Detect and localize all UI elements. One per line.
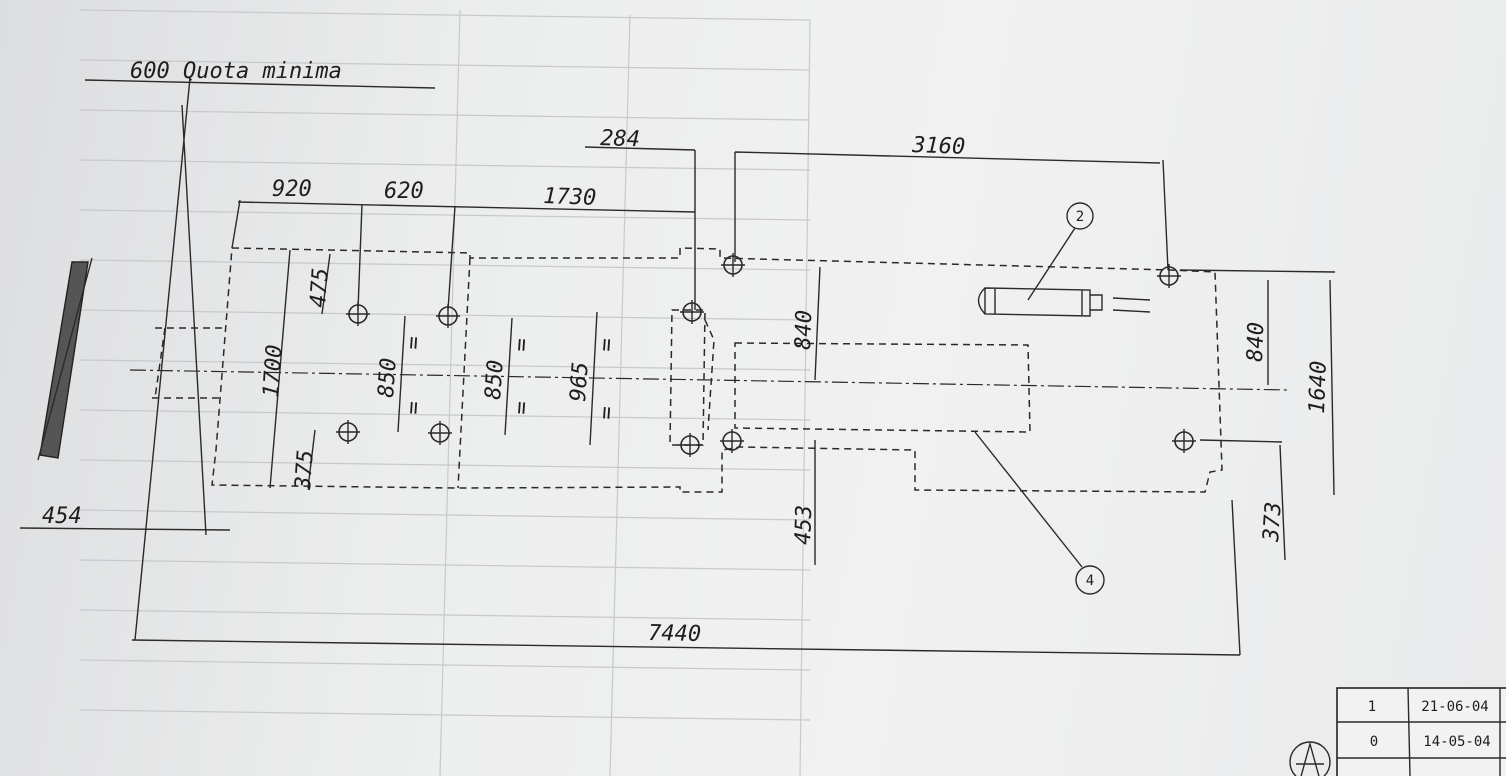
equal-mark: =	[509, 400, 535, 415]
machine-footprint-outline	[152, 247, 1223, 493]
dim-373: 373	[1259, 501, 1287, 543]
revision-number: 0	[1370, 734, 1378, 750]
anchor-holes	[336, 253, 1196, 457]
hole-icon	[1172, 429, 1196, 453]
revision-table: 1 21-06-04 0 14-05-04	[1336, 687, 1506, 776]
hole-icon	[678, 433, 702, 457]
dim-920: 920	[272, 177, 312, 202]
hole-icon	[336, 420, 360, 444]
dim-840-a: 840	[791, 310, 817, 351]
dim-3160: 3160	[911, 133, 966, 160]
centerline	[129, 369, 1291, 391]
dim-454: 454	[42, 504, 82, 529]
dim-1700: 1700	[259, 344, 288, 399]
revision-number: 1	[1368, 699, 1376, 715]
hole-icon	[721, 253, 745, 277]
dim-453: 453	[791, 505, 817, 546]
company-logo	[1289, 741, 1331, 776]
wall-hatch	[37, 257, 93, 461]
balloon-2: 2	[1066, 202, 1094, 230]
balloon-label: 4	[1086, 573, 1094, 589]
dim-375: 375	[291, 449, 319, 491]
dim-1640: 1640	[1305, 360, 1332, 414]
dim-850-a: 850	[374, 357, 402, 398]
dim-850-b: 850	[481, 359, 509, 400]
hole-icon	[1157, 264, 1181, 288]
double-arrow-icon	[1112, 297, 1151, 313]
hole-icon	[428, 421, 452, 445]
revision-date: 14-05-04	[1423, 734, 1490, 750]
dimension-labels: 600 Quota minima 284 3160 920 620 1730 4…	[42, 59, 1332, 647]
hole-icon	[680, 300, 704, 324]
component-4-outline	[734, 342, 1031, 433]
background-grid	[79, 9, 811, 776]
dim-475: 475	[306, 267, 334, 308]
equal-mark: =	[594, 337, 620, 352]
dim-965: 965	[566, 361, 594, 402]
dim-1730: 1730	[543, 184, 597, 211]
equal-mark: =	[401, 400, 427, 415]
balloon-label: 2	[1076, 209, 1084, 225]
equal-mark: =	[594, 405, 620, 420]
balloon-4: 4	[1075, 565, 1105, 595]
dim-620: 620	[384, 179, 424, 204]
dimension-lines	[19, 77, 1336, 656]
equal-mark: =	[509, 337, 535, 352]
dim-284: 284	[600, 126, 641, 152]
dim-840-b: 840	[1243, 322, 1269, 363]
revision-date: 21-06-04	[1421, 699, 1488, 715]
hole-icon	[720, 429, 744, 453]
component-2-cylinder	[977, 287, 1151, 317]
dim-7440: 7440	[648, 621, 701, 647]
equal-mark: =	[401, 335, 427, 350]
dim-quota-minima: 600 Quota minima	[130, 59, 342, 84]
